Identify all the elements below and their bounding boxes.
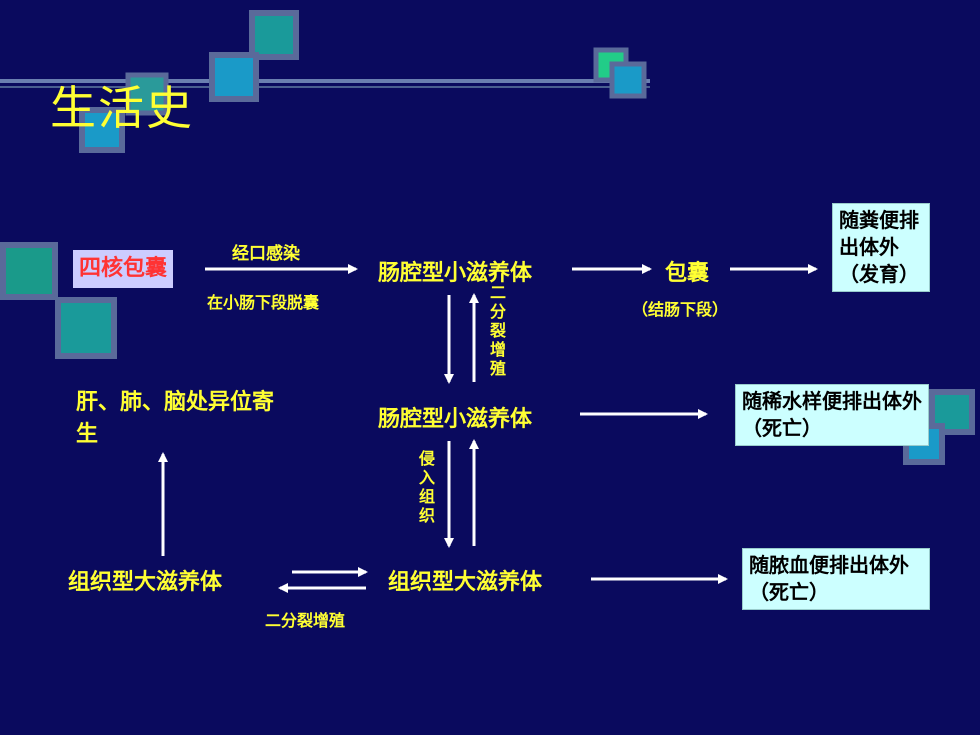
label-invade-tissue: 侵入组织 — [418, 449, 435, 525]
deco-square — [209, 52, 259, 102]
node-trophozoite-small-2: 肠腔型小滋养体 — [378, 407, 533, 432]
node-ectopic: 肝、肺、脑处异位寄生 — [76, 390, 275, 447]
label-excyst: 在小肠下段脱囊 — [207, 293, 320, 312]
deco-square — [249, 10, 299, 60]
header-rule-line-thin — [0, 86, 650, 88]
node-tissue-large-left: 组织型大滋养体 — [68, 570, 223, 595]
label-binary-fission-vertical: 二分裂增殖 — [489, 283, 506, 378]
node-cyst: 包囊 — [665, 261, 710, 286]
label-colon-lower: （结肠下段） — [632, 300, 729, 319]
deco-square — [79, 107, 125, 153]
decorative-squares — [0, 10, 975, 465]
node-cyst-start: 四核包囊 — [73, 250, 174, 288]
deco-square — [0, 242, 58, 300]
label-oral-infection: 经口感染 — [232, 244, 300, 264]
deco-square — [125, 72, 169, 116]
deco-square — [609, 61, 647, 99]
label-binary-fission-horizontal: 二分裂增殖 — [265, 611, 346, 630]
flow-arrows — [158, 264, 818, 593]
deco-square — [929, 389, 975, 435]
outcome-watery-stool: 随稀水样便排出体外（死亡） — [735, 384, 929, 446]
node-tissue-large-right: 组织型大滋养体 — [388, 570, 543, 595]
outcome-pus-blood: 随脓血便排出体外（死亡） — [742, 548, 930, 610]
deco-square — [55, 297, 117, 359]
page-title: 生活史 — [50, 81, 194, 135]
node-trophozoite-small-1: 肠腔型小滋养体 — [378, 261, 533, 286]
outcome-feces-develop: 随粪便排出体外（发育） — [832, 203, 930, 292]
header-rule-line — [0, 79, 650, 83]
